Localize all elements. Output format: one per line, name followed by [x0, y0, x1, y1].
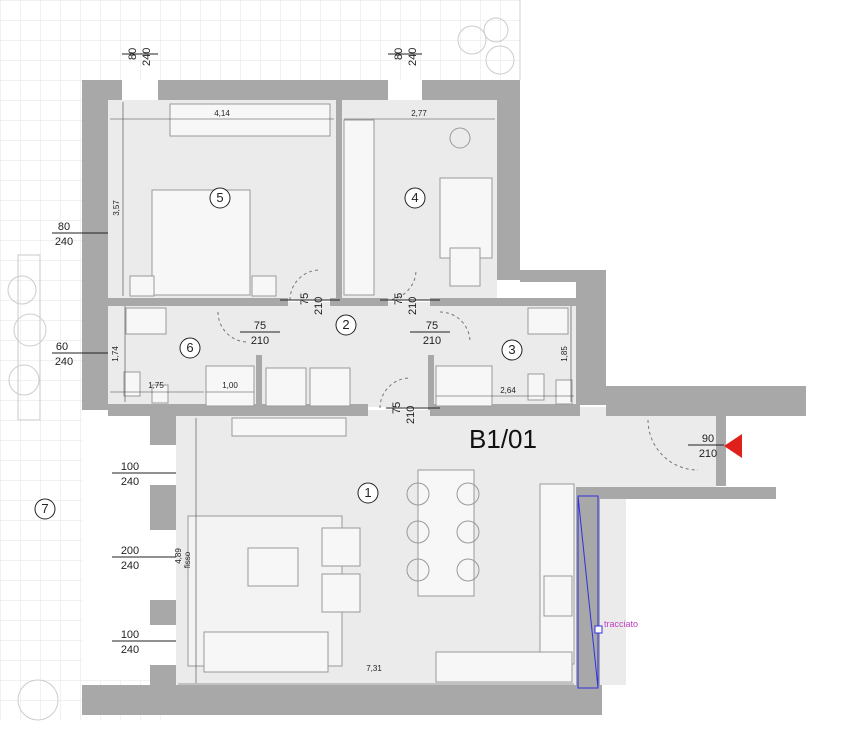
opening-room4-height: 240 [407, 48, 419, 66]
room-number-5: 5 [216, 190, 223, 205]
door-room4-width: 75 [393, 293, 405, 305]
opening-lines [52, 53, 724, 642]
door-swings [217, 269, 699, 471]
room-labels [34, 187, 523, 520]
room-number-1: 1 [364, 485, 371, 500]
door-entry-width: 90 [702, 433, 714, 445]
opening-room5-width: 80 [127, 48, 139, 60]
door-living-width: 75 [391, 402, 403, 414]
window-living1-height: 240 [121, 476, 139, 488]
opening-room5-side-width: 80 [58, 221, 70, 233]
room3-depth-dim: 1,85 [560, 346, 569, 362]
window-living3-width: 100 [121, 629, 139, 641]
walls [82, 80, 806, 715]
room6-width1-dim: 1,75 [148, 381, 164, 390]
living-depth-note: fisso [183, 551, 192, 568]
door-room3-width: 75 [426, 320, 438, 332]
door-room5-height: 210 [313, 297, 325, 315]
room4-width-dim: 2,77 [411, 109, 427, 118]
room-number-3: 3 [508, 342, 515, 357]
window-living2-height: 240 [121, 560, 139, 572]
room-number-2: 2 [342, 317, 349, 332]
window-living2-width: 200 [121, 545, 139, 557]
unit-label: B1/01 [469, 424, 537, 454]
room6-width2-dim: 1,00 [222, 381, 238, 390]
door-room6-width: 75 [254, 320, 266, 332]
room-number-6: 6 [186, 340, 193, 355]
selection-diagonal [577, 495, 599, 689]
entry-arrow-icon [724, 434, 742, 458]
door-room3-height: 210 [423, 335, 441, 347]
opening-room4-width: 80 [393, 48, 405, 60]
window-living1-width: 100 [121, 461, 139, 473]
terrace-paving [0, 0, 521, 721]
furniture [123, 103, 575, 683]
living-width-dim: 7,31 [366, 664, 382, 673]
living-depth-dim: 4,89 [174, 548, 183, 564]
room6-depth-dim: 1,74 [111, 346, 120, 362]
room5-width-dim: 4,14 [214, 109, 230, 118]
opening-room6-height: 240 [55, 356, 73, 368]
opening-room5-side-height: 240 [55, 236, 73, 248]
door-room6-height: 210 [251, 335, 269, 347]
door-room4-height: 210 [407, 297, 419, 315]
annotation-label: tracciato [604, 619, 638, 629]
room-number-7: 7 [41, 501, 48, 516]
room-number-4: 4 [411, 190, 418, 205]
door-living-height: 210 [405, 406, 417, 424]
window-living3-height: 240 [121, 644, 139, 656]
room3-width-dim: 2,64 [500, 386, 516, 395]
selection-handle[interactable] [594, 625, 603, 634]
room5-depth-dim: 3,57 [112, 200, 121, 216]
opening-room6-width: 60 [56, 341, 68, 353]
door-room5-width: 75 [299, 293, 311, 305]
dimension-lines [110, 102, 574, 685]
door-entry-height: 210 [699, 448, 717, 460]
opening-room5-height: 240 [141, 48, 153, 66]
